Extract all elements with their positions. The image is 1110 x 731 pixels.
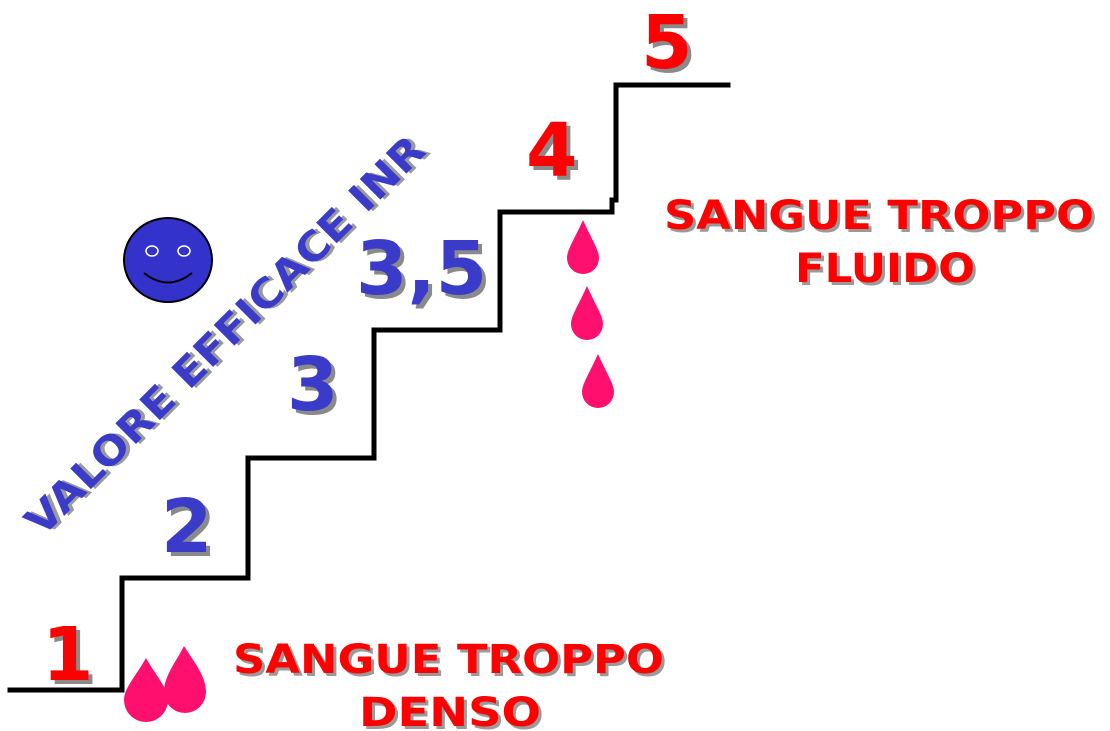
svg-text:2: 2: [165, 488, 217, 574]
svg-text:2: 2: [161, 484, 213, 570]
step-label-3: 3 3: [287, 342, 343, 432]
svg-text:3,5: 3,5: [356, 226, 487, 312]
svg-text:4: 4: [526, 108, 578, 194]
blood-drop-icon: [164, 646, 206, 713]
step-label-2: 2 2: [161, 484, 217, 574]
svg-text:5: 5: [645, 4, 697, 90]
thick-blood-caption: SANGUE TROPPO SANGUE TROPPO DENSO DENSO: [233, 637, 667, 731]
svg-text:DENSO: DENSO: [362, 693, 544, 731]
svg-text:4: 4: [530, 112, 582, 198]
svg-text:SANGUE TROPPO: SANGUE TROPPO: [236, 640, 667, 686]
svg-text:3,5: 3,5: [360, 230, 491, 316]
blood-drop-icon: [582, 354, 614, 408]
blood-drop-icon: [567, 220, 599, 274]
svg-text:SANGUE TROPPO: SANGUE TROPPO: [664, 193, 1094, 239]
svg-text:1: 1: [46, 616, 98, 702]
step-label-4: 4 4: [526, 108, 582, 198]
svg-text:FLUIDO: FLUIDO: [795, 246, 975, 292]
svg-text:3: 3: [291, 346, 343, 432]
blood-drop-icon: [571, 286, 603, 340]
svg-text:SANGUE TROPPO: SANGUE TROPPO: [233, 637, 664, 683]
svg-text:3: 3: [287, 342, 339, 428]
svg-text:DENSO: DENSO: [359, 690, 541, 731]
step-label-5: 5 5: [641, 0, 697, 90]
staircase-line: [7, 82, 731, 693]
thin-blood-caption: SANGUE TROPPO SANGUE TROPPO FLUIDO FLUID…: [664, 193, 1097, 295]
step-label-1: 1 1: [42, 612, 98, 702]
svg-text:SANGUE TROPPO: SANGUE TROPPO: [667, 196, 1097, 242]
step-label-3-5: 3,5 3,5: [356, 226, 491, 316]
svg-text:5: 5: [641, 0, 693, 86]
svg-text:FLUIDO: FLUIDO: [798, 249, 978, 295]
smiley-face-icon: [123, 217, 213, 303]
blood-drop-icon: [124, 658, 168, 722]
svg-text:1: 1: [42, 612, 94, 698]
